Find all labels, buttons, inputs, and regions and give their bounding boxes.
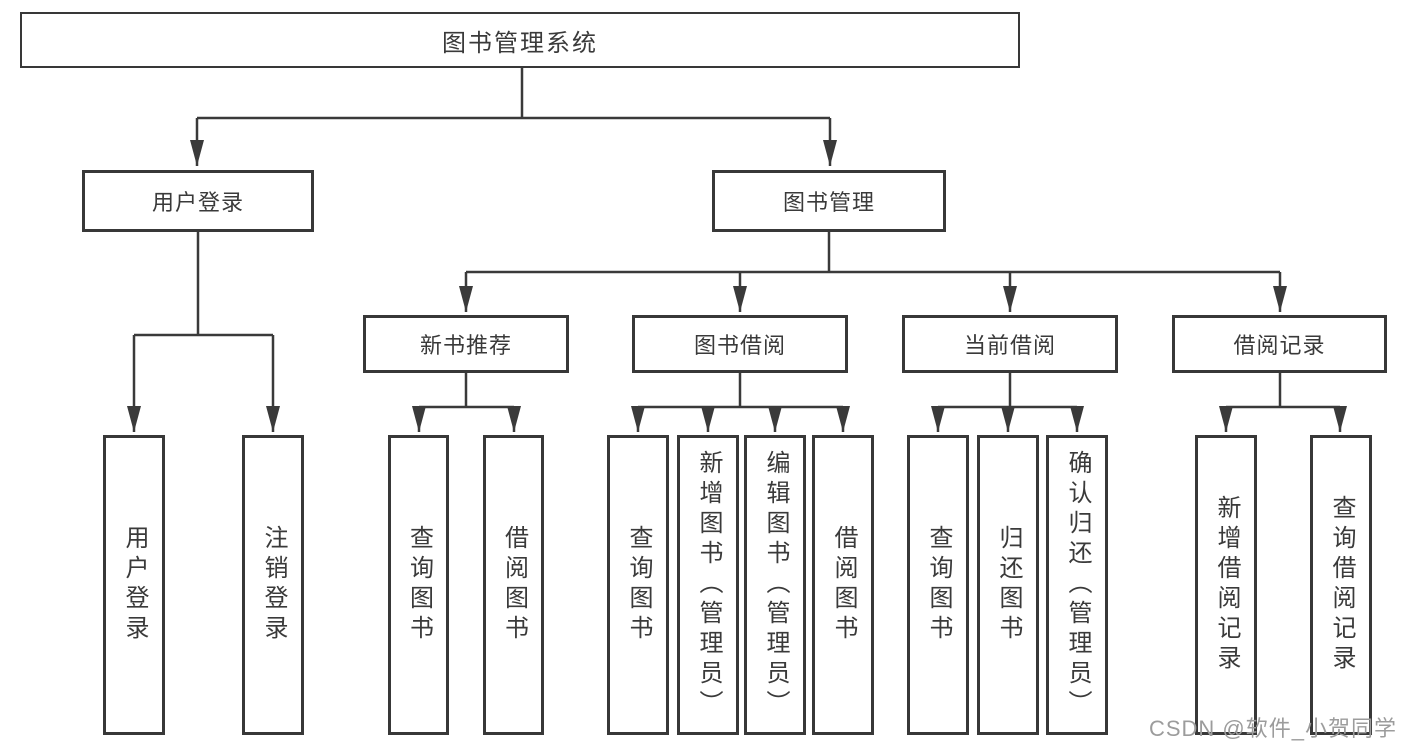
leaf-label: 编辑图书（管理员） [762,450,789,720]
node-current-borrow: 当前借阅 [902,315,1118,373]
leaf-return-book: 归还图书 [977,435,1039,735]
leaf-label: 用户登录 [121,525,148,645]
leaf-label: 注销登录 [260,525,287,645]
leaf-label: 借阅图书 [500,525,528,645]
leaf-label: 新增图书（管理员） [695,450,722,720]
leaf-label: 查询借阅记录 [1328,495,1355,675]
node-user-login: 用户登录 [82,170,314,232]
connector-new-book-recommend-to-leaves [412,373,521,432]
node-label: 当前借阅 [963,333,1056,358]
node-book-management: 图书管理 [712,170,946,232]
leaf-query-book-current: 查询图书 [907,435,969,735]
node-label: 用户登录 [151,190,244,215]
csdn-watermark: CSDN @软件_小贺同学 [1148,716,1397,741]
node-label: 图书管理系统 [442,29,598,57]
leaf-query-borrow-record: 查询借阅记录 [1310,435,1372,735]
node-book-borrow: 图书借阅 [632,315,848,373]
leaf-label: 确认归还（管理员） [1064,450,1091,720]
leaf-label: 借阅图书 [830,525,857,645]
connector-book-borrow-to-leaves [631,373,850,432]
connector-current-borrow-to-leaves [931,373,1084,432]
leaf-label: 归还图书 [995,525,1022,645]
leaf-add-borrow-record: 新增借阅记录 [1195,435,1257,735]
leaf-label: 新增借阅记录 [1213,495,1240,675]
connector-borrow-records-to-leaves [1219,373,1347,432]
node-label: 图书借阅 [693,333,786,358]
connector-root-to-level2 [190,68,837,166]
leaf-add-book-admin: 新增图书（管理员） [677,435,739,735]
connector-book-management-to-level3 [459,232,1287,312]
leaf-logout: 注销登录 [242,435,304,735]
leaf-edit-book-admin: 编辑图书（管理员） [744,435,806,735]
node-label: 图书管理 [782,190,875,215]
node-borrow-records: 借阅记录 [1172,315,1387,373]
leaf-confirm-return-admin: 确认归还（管理员） [1046,435,1108,735]
leaf-label: 查询图书 [625,525,652,645]
leaf-label: 查询图书 [925,525,952,645]
leaf-borrow-book-recommend: 借阅图书 [483,435,544,735]
leaf-label: 查询图书 [405,525,433,645]
connector-user-login-to-leaves [127,232,280,432]
leaf-borrow-book: 借阅图书 [812,435,874,735]
node-library-management-system: 图书管理系统 [20,12,1020,68]
leaf-user-login: 用户登录 [103,435,165,735]
node-label: 借阅记录 [1233,333,1326,358]
leaf-query-book-borrow: 查询图书 [607,435,669,735]
node-label: 新书推荐 [419,333,512,358]
leaf-query-book-recommend: 查询图书 [388,435,449,735]
node-new-book-recommend: 新书推荐 [363,315,569,373]
